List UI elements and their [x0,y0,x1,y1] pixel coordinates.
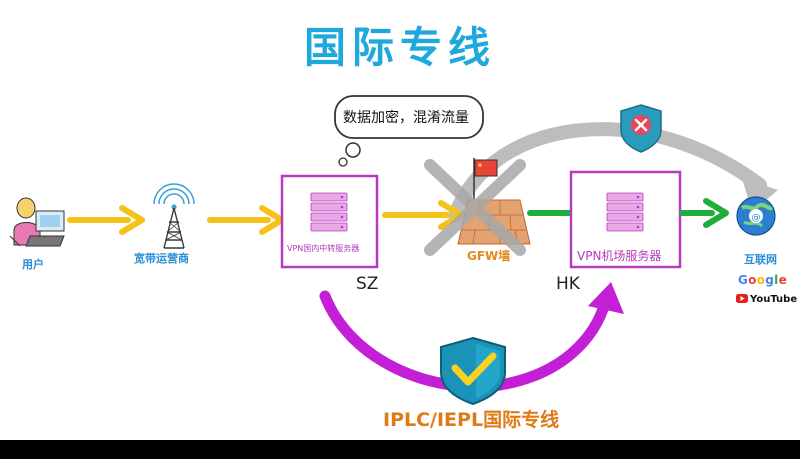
sz-label: SZ [356,274,379,294]
bubble-text: 数据加密，混淆流量 [343,110,469,126]
arrow-isp-to-sz [207,205,285,235]
blocked-x-mark [424,159,526,256]
gfw-label: GFW墙 [467,249,511,263]
svg-text:@: @ [752,213,761,223]
hk-server-label: VPN机场服务器 [577,249,662,263]
bottom-black-bar [0,440,800,459]
dedicated-line-label: IPLC/IEPL国际专线 [383,409,560,431]
hk-server-icon [606,192,644,232]
hk-label: HK [556,274,580,294]
page-title: 国际专线 [303,23,496,72]
user-label: 用户 [22,258,44,271]
sz-server-label: VPN国内中转服务器 [287,244,360,253]
antenna-tower-icon [153,183,195,249]
arrow-user-to-isp [67,205,145,235]
dedicated-shield-icon [440,336,506,406]
user-icon [9,197,65,247]
sz-server-icon [310,192,348,232]
sz-server-box [280,174,379,269]
thought-bubble [334,95,484,167]
youtube-logo-icon [736,294,748,303]
hk-server-box [569,170,682,269]
globe-icon: @ [736,196,776,236]
internet-label: 互联网 [744,253,777,266]
isp-label: 宽带运营商 [134,252,189,265]
google-text: Google [738,273,788,287]
google-logo: Google [738,273,787,287]
blocked-shield-icon [620,104,662,153]
youtube-label: YouTube [750,294,798,305]
arrow-hk-to-internet [679,198,729,228]
